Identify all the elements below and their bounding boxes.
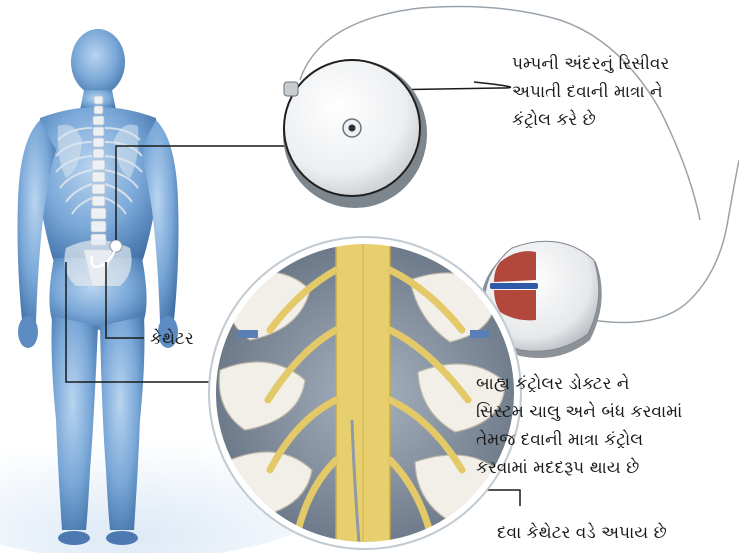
external-controller-label-line-2: સિસ્ટમ ચાલુ અને બંધ કરવામાં (476, 398, 682, 426)
external-controller-label: બાહ્ય કંટ્રોલર ડોક્ટર ને સિસ્ટમ ચાલુ અને… (476, 370, 682, 482)
receiver-label: પમ્પની અંદરનું રિસીવર અપાતી દવાની માત્રા… (512, 50, 669, 134)
external-controller (480, 160, 739, 358)
receiver-label-line-3: કંટ્રોલ કરે છે (512, 106, 669, 134)
external-controller-label-line-3: તેમજ દવાની માત્રા કંટ્રોલ (476, 426, 682, 454)
external-controller-label-line-4: કરવામાં મદદરૂપ થાય છે (476, 454, 682, 482)
drug-delivery-label: દવા કેથેટર વડે અપાય છે (497, 519, 667, 547)
catheter-label: કેથેટર (150, 325, 194, 353)
receiver-label-line-1: પમ્પની અંદરનું રિસીવર (512, 50, 669, 78)
external-controller-label-line-1: બાહ્ય કંટ્રોલર ડોક્ટર ને (476, 370, 682, 398)
receiver-label-line-2: અપાતી દવાની માત્રા ને (512, 78, 669, 106)
